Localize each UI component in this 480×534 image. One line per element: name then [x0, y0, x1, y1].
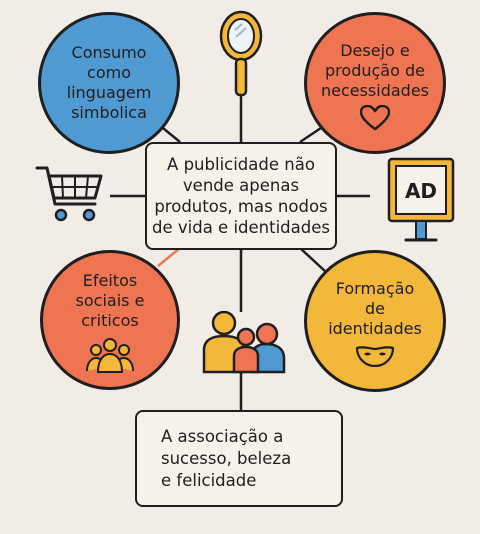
association-text: A associação a sucesso, beleza e felicid… [161, 426, 292, 490]
group-icon [86, 338, 134, 373]
association-box: A associação a sucesso, beleza e felicid… [135, 410, 343, 507]
ad-billboard-icon: AD [387, 157, 455, 242]
node-formacao: Formação de identidades [304, 250, 446, 392]
shopping-cart-icon [35, 166, 103, 222]
node-formacao-label: Formação de identidades [328, 279, 422, 338]
node-desejo-label: Desejo e produção de necessidades [320, 41, 430, 100]
node-consumo-label: Consumo como linguagem simbolica [66, 43, 152, 122]
people-icon [202, 310, 286, 374]
mask-icon [355, 346, 395, 367]
node-consumo: Consumo como linguagem simbolica [38, 12, 180, 154]
mirror-icon [219, 10, 263, 97]
node-efeitos-label: Efeitos sociais e criticos [75, 271, 145, 330]
heart-icon [360, 105, 390, 131]
node-efeitos: Efeitos sociais e criticos [40, 250, 180, 390]
node-desejo: Desejo e produção de necessidades [304, 12, 446, 154]
billboard-text: AD [405, 179, 437, 203]
central-statement-box: A publicidade não vende apenas produtos,… [145, 142, 337, 250]
central-statement: A publicidade não vende apenas produtos,… [152, 155, 330, 237]
